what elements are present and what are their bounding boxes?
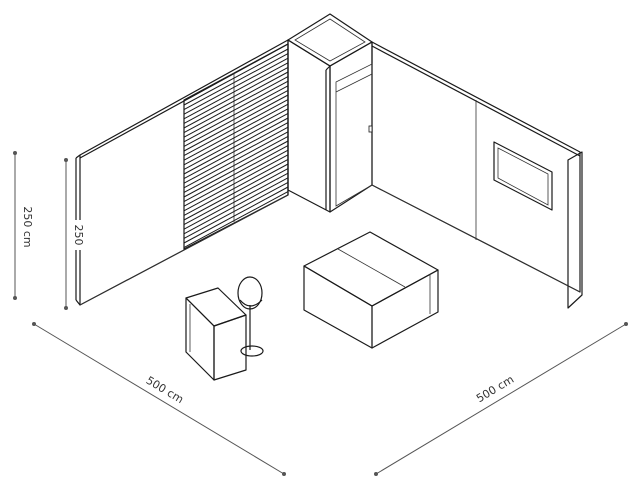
slat-line [183,145,289,203]
slat-line [183,126,289,184]
slat-line [183,154,289,212]
height-inner-label: 250 [72,225,85,246]
slat-line [183,186,289,244]
slat-line [183,131,289,189]
bar-chair [237,276,264,357]
floor-outline [79,184,581,306]
slat-line [183,191,289,249]
width-left-label: 500 cm [144,374,186,406]
dimension-height-inner: 250 [64,158,85,310]
slat-line [183,103,289,161]
slat-line [183,181,289,239]
slatwall-panel [183,43,289,250]
right-wall [371,41,583,309]
slat-line [183,53,289,111]
slat-line [183,117,289,175]
slat-line [183,140,289,198]
slat-line [183,135,289,193]
slat-line [183,71,289,129]
slat-line [183,158,289,216]
width-right-label: 500 cm [474,373,516,405]
slat-line [183,48,289,106]
slat-line [183,62,289,120]
center-counter [303,231,439,349]
dimension-width-left: 500 cm [32,322,286,476]
slat-line [183,80,289,138]
slat-line [183,57,289,115]
height-outer-label: 250 cm [21,206,34,247]
reception-desk [185,287,247,381]
slat-line [183,172,289,230]
slat-line [183,108,289,166]
dimension-width-right: 500 cm [374,322,628,476]
slat-line [183,94,289,152]
slat-line [183,112,289,170]
slat-line [183,66,289,124]
slat-line [183,76,289,134]
slat-line [183,163,289,221]
slat-line [183,85,289,143]
slat-line [183,177,289,235]
slat-line [183,122,289,180]
dimension-height-outer: 250 cm [13,151,34,300]
slat-line [183,99,289,157]
storage-room [287,13,373,213]
slat-line [183,149,289,207]
wall-screen [493,141,553,211]
slat-line [183,168,289,226]
slat-line [183,89,289,147]
